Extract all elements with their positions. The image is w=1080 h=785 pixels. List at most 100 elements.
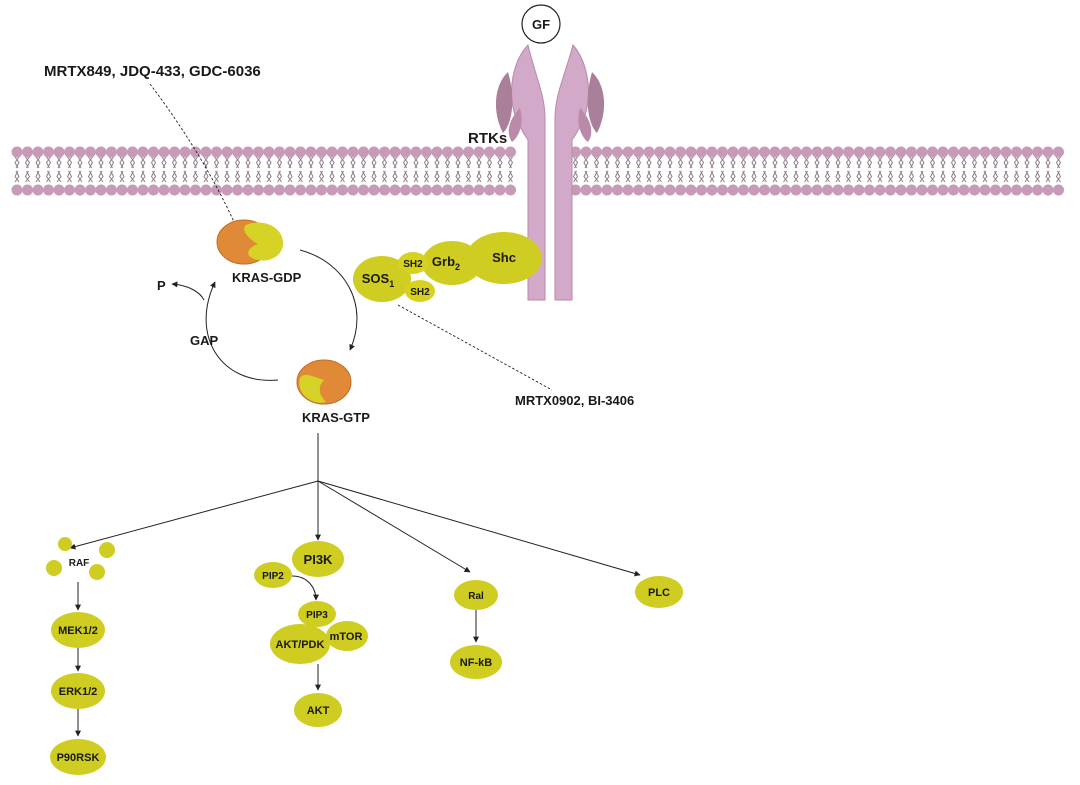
lipid-head xyxy=(85,184,96,196)
lipid-head xyxy=(790,184,802,196)
lipid-tail xyxy=(350,156,356,169)
lipid-tail xyxy=(898,170,904,183)
raf-cluster xyxy=(46,537,115,580)
lipid-tail xyxy=(614,156,620,169)
lipid-head xyxy=(780,146,791,158)
lipid-head xyxy=(832,146,844,158)
lipid-tail xyxy=(1055,156,1061,169)
lipid-head xyxy=(643,184,655,196)
lipid-tail xyxy=(719,156,725,169)
lipid-tail xyxy=(898,156,904,169)
lipid-head xyxy=(22,146,33,158)
lipid-head xyxy=(169,184,180,196)
pi3k-label: PI3K xyxy=(304,552,334,567)
lipid-head xyxy=(717,146,728,158)
lipid-head xyxy=(696,146,707,158)
lipid-head xyxy=(179,146,191,158)
lipid-head xyxy=(11,146,23,158)
lipid-tail xyxy=(287,170,293,183)
lipid-head xyxy=(32,184,44,196)
lipid-head xyxy=(979,184,991,196)
lipid-tail xyxy=(950,170,956,183)
lipid-tail xyxy=(66,156,72,169)
lipid-head xyxy=(1053,146,1064,158)
lipid-tail xyxy=(98,170,104,183)
lipid-tail xyxy=(803,156,809,169)
lipid-tail xyxy=(1013,156,1019,169)
lipid-head xyxy=(379,184,390,196)
phosphate-label: P xyxy=(157,278,166,293)
lipid-tail xyxy=(423,156,429,169)
lipid-head xyxy=(727,146,739,158)
lipid-head xyxy=(32,146,44,158)
lipid-head xyxy=(74,146,86,158)
lipid-head xyxy=(885,146,896,158)
lipid-tail xyxy=(119,170,125,183)
akt-pdk-label: AKT/PDK xyxy=(276,639,325,651)
lipid-head xyxy=(190,184,201,196)
lipid-tail xyxy=(845,156,851,169)
lipid-tail xyxy=(444,170,450,183)
lipid-head xyxy=(822,146,833,158)
lipid-tail xyxy=(688,170,694,183)
lipid-head xyxy=(431,146,443,158)
lipid-head xyxy=(463,146,474,158)
lipid-tail xyxy=(604,170,610,183)
lipid-head xyxy=(337,146,348,158)
lipid-head xyxy=(622,146,634,158)
lipid-tail xyxy=(455,156,461,169)
lipid-tail xyxy=(982,170,988,183)
lipid-head xyxy=(116,184,128,196)
lipid-tail xyxy=(677,156,683,169)
lipid-tail xyxy=(782,170,788,183)
pip2-to-pip3-arrow xyxy=(291,575,319,601)
lipid-tail xyxy=(87,170,93,183)
lipid-head xyxy=(927,184,938,196)
lipid-head xyxy=(906,146,917,158)
lipid-tail xyxy=(677,170,683,183)
lipid-tail xyxy=(709,170,715,183)
lipid-head xyxy=(853,146,865,158)
sh2-top-label: SH2 xyxy=(403,259,423,270)
lipid-tail xyxy=(688,156,694,169)
lipid-head xyxy=(368,184,380,196)
lipid-tail xyxy=(45,170,51,183)
lipid-tail xyxy=(203,170,209,183)
lipid-head xyxy=(748,184,760,196)
sh2-top-node xyxy=(398,252,428,274)
lipid-tail xyxy=(793,170,799,183)
lipid-head xyxy=(337,184,348,196)
lipid-head xyxy=(843,146,854,158)
lipid-tail xyxy=(1045,170,1051,183)
lipid-tail xyxy=(297,156,303,169)
raf-label: RAF xyxy=(69,558,90,569)
lipid-tail xyxy=(297,170,303,183)
plc-node xyxy=(635,576,683,608)
kras-inhibitor-label: MRTX849, JDQ-433, GDC-6036 xyxy=(44,63,261,80)
lipid-tail xyxy=(119,156,125,169)
lipid-tail xyxy=(171,156,177,169)
lipid-tail xyxy=(150,156,156,169)
lipid-tail xyxy=(234,170,240,183)
lipid-head xyxy=(927,146,938,158)
lipid-tail xyxy=(908,170,914,183)
lipid-tail xyxy=(108,156,114,169)
lipid-tail xyxy=(476,170,482,183)
lipid-head xyxy=(389,184,401,196)
lipid-tail xyxy=(635,156,641,169)
lipid-tail xyxy=(866,156,872,169)
branch-to-plc xyxy=(317,480,641,577)
lipid-head xyxy=(95,184,107,196)
lipid-tail xyxy=(87,156,93,169)
lipid-tail xyxy=(140,156,146,169)
lipid-head xyxy=(106,146,117,158)
lipid-head xyxy=(211,146,222,158)
lipid-head xyxy=(494,184,506,196)
lipid-tail xyxy=(308,156,314,169)
lipid-tail xyxy=(740,170,746,183)
lipid-tail xyxy=(413,156,419,169)
lipid-head xyxy=(242,184,254,196)
lipid-head xyxy=(158,146,170,158)
lipid-tail xyxy=(992,156,998,169)
lipid-tail xyxy=(961,156,967,169)
